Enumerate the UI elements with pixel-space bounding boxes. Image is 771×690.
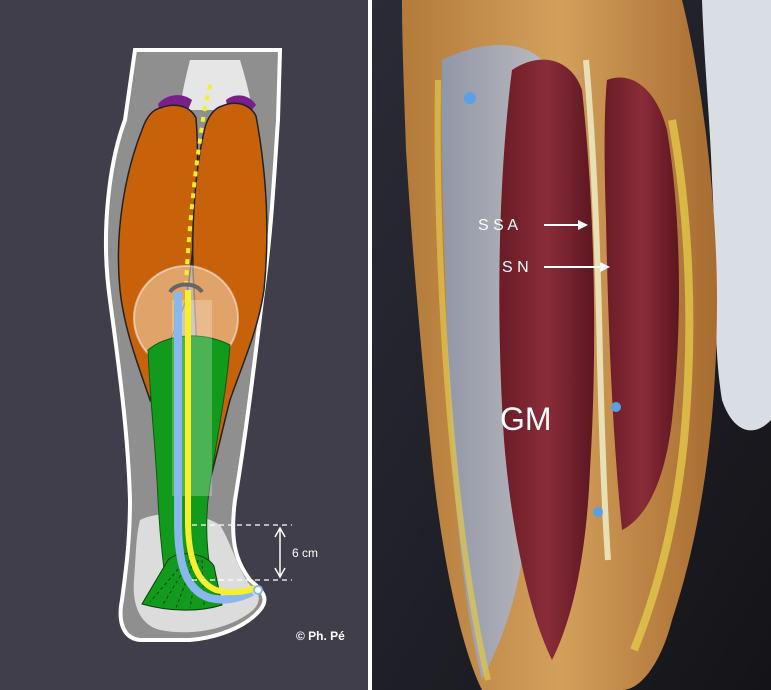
leg-schematic-panel: 6 cm © Ph. Pé [0, 0, 368, 690]
dissection-photo: S S A S N GM [372, 0, 771, 690]
heel-marker [254, 586, 262, 594]
distance-label: 6 cm [292, 546, 318, 560]
blue-pin-1 [464, 92, 476, 104]
label-ssa: S S A [478, 217, 518, 234]
leg-schematic-illustration: 6 cm © Ph. Pé [0, 0, 368, 690]
label-gm: GM [500, 401, 552, 437]
label-sn: S N [502, 259, 529, 276]
blue-pin-2 [611, 402, 621, 412]
copyright-label: © Ph. Pé [296, 629, 345, 643]
blue-pin-3 [593, 507, 603, 517]
dissection-photo-panel: S S A S N GM [372, 0, 771, 690]
